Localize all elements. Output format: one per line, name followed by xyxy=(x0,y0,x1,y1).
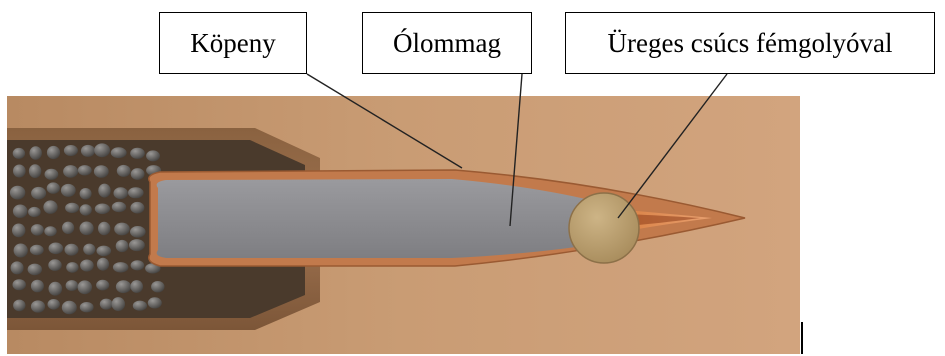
powder-grain xyxy=(80,188,92,199)
powder-grain xyxy=(112,202,126,212)
powder-grain xyxy=(130,226,146,238)
label-jacket-text: Köpeny xyxy=(190,28,275,59)
powder-grain xyxy=(31,224,44,235)
powder-grain xyxy=(13,279,26,290)
powder-grain xyxy=(28,264,42,276)
powder-grain xyxy=(131,260,145,270)
powder-grain xyxy=(47,182,60,193)
powder-grain xyxy=(12,224,25,238)
powder-grain xyxy=(95,204,110,215)
powder-grain xyxy=(100,299,113,310)
powder-grain xyxy=(30,245,44,255)
powder-grain xyxy=(65,244,79,256)
label-hollow-point: Üreges csúcs fémgolyóval xyxy=(565,12,935,74)
powder-grains xyxy=(10,143,165,314)
powder-grain xyxy=(63,165,78,178)
label-jacket: Köpeny xyxy=(159,12,307,74)
powder-grain xyxy=(116,280,131,293)
powder-grain xyxy=(28,207,41,217)
label-hollow-point-text: Üreges csúcs fémgolyóval xyxy=(608,28,893,59)
powder-grain xyxy=(130,280,143,293)
powder-grain xyxy=(146,150,160,161)
label-lead-core: Ólommag xyxy=(362,12,532,74)
powder-grain xyxy=(94,143,110,157)
powder-grain xyxy=(78,165,92,175)
powder-grain xyxy=(61,184,76,197)
powder-grain xyxy=(62,301,77,315)
powder-grain xyxy=(83,244,95,255)
powder-grain xyxy=(148,297,162,308)
powder-grain xyxy=(44,226,56,236)
powder-grain xyxy=(11,261,24,274)
powder-grain xyxy=(112,297,125,311)
powder-grain xyxy=(31,280,44,293)
powder-grain xyxy=(130,148,145,159)
powder-grain xyxy=(131,168,145,180)
powder-grain xyxy=(45,169,59,180)
powder-grain xyxy=(128,187,144,198)
powder-grain xyxy=(30,146,42,160)
powder-grain xyxy=(116,240,129,252)
powder-grain xyxy=(48,259,61,271)
powder-grain xyxy=(78,280,92,294)
powder-grain xyxy=(114,223,130,236)
powder-grain xyxy=(31,300,45,312)
powder-grain xyxy=(13,300,25,312)
powder-grain xyxy=(98,184,110,198)
powder-grain xyxy=(114,187,128,199)
powder-grain xyxy=(97,258,109,271)
powder-grain xyxy=(13,148,25,159)
powder-grain xyxy=(96,280,109,291)
powder-grain xyxy=(129,239,145,251)
label-lead-core-text: Ólommag xyxy=(393,28,501,59)
powder-grain xyxy=(49,282,63,296)
powder-grain xyxy=(80,222,94,236)
powder-grain xyxy=(14,244,28,258)
powder-grain xyxy=(151,281,164,292)
powder-grain xyxy=(49,243,64,255)
powder-grain xyxy=(117,165,131,177)
powder-grain xyxy=(98,222,110,236)
powder-grain xyxy=(31,187,46,200)
powder-grain xyxy=(43,200,57,213)
powder-grain xyxy=(10,186,25,200)
powder-grain xyxy=(80,204,92,215)
powder-grain xyxy=(81,145,95,157)
powder-grain xyxy=(65,203,79,213)
powder-grain xyxy=(113,262,129,272)
powder-grain xyxy=(13,205,28,218)
powder-grain xyxy=(62,222,74,234)
powder-grain xyxy=(94,165,109,178)
powder-grain xyxy=(80,302,94,312)
powder-grain xyxy=(29,164,41,178)
powder-grain xyxy=(48,299,60,310)
powder-grain xyxy=(13,165,26,178)
powder-grain xyxy=(111,147,127,158)
powder-grain xyxy=(130,202,144,214)
powder-grain xyxy=(80,260,94,272)
powder-grain xyxy=(97,246,112,257)
powder-grain xyxy=(66,262,78,273)
powder-grain xyxy=(64,145,78,156)
powder-grain xyxy=(133,301,147,311)
vertical-bar-mark xyxy=(801,322,803,354)
lead-core xyxy=(157,179,600,258)
powder-grain xyxy=(47,146,60,159)
powder-grain xyxy=(66,280,78,291)
